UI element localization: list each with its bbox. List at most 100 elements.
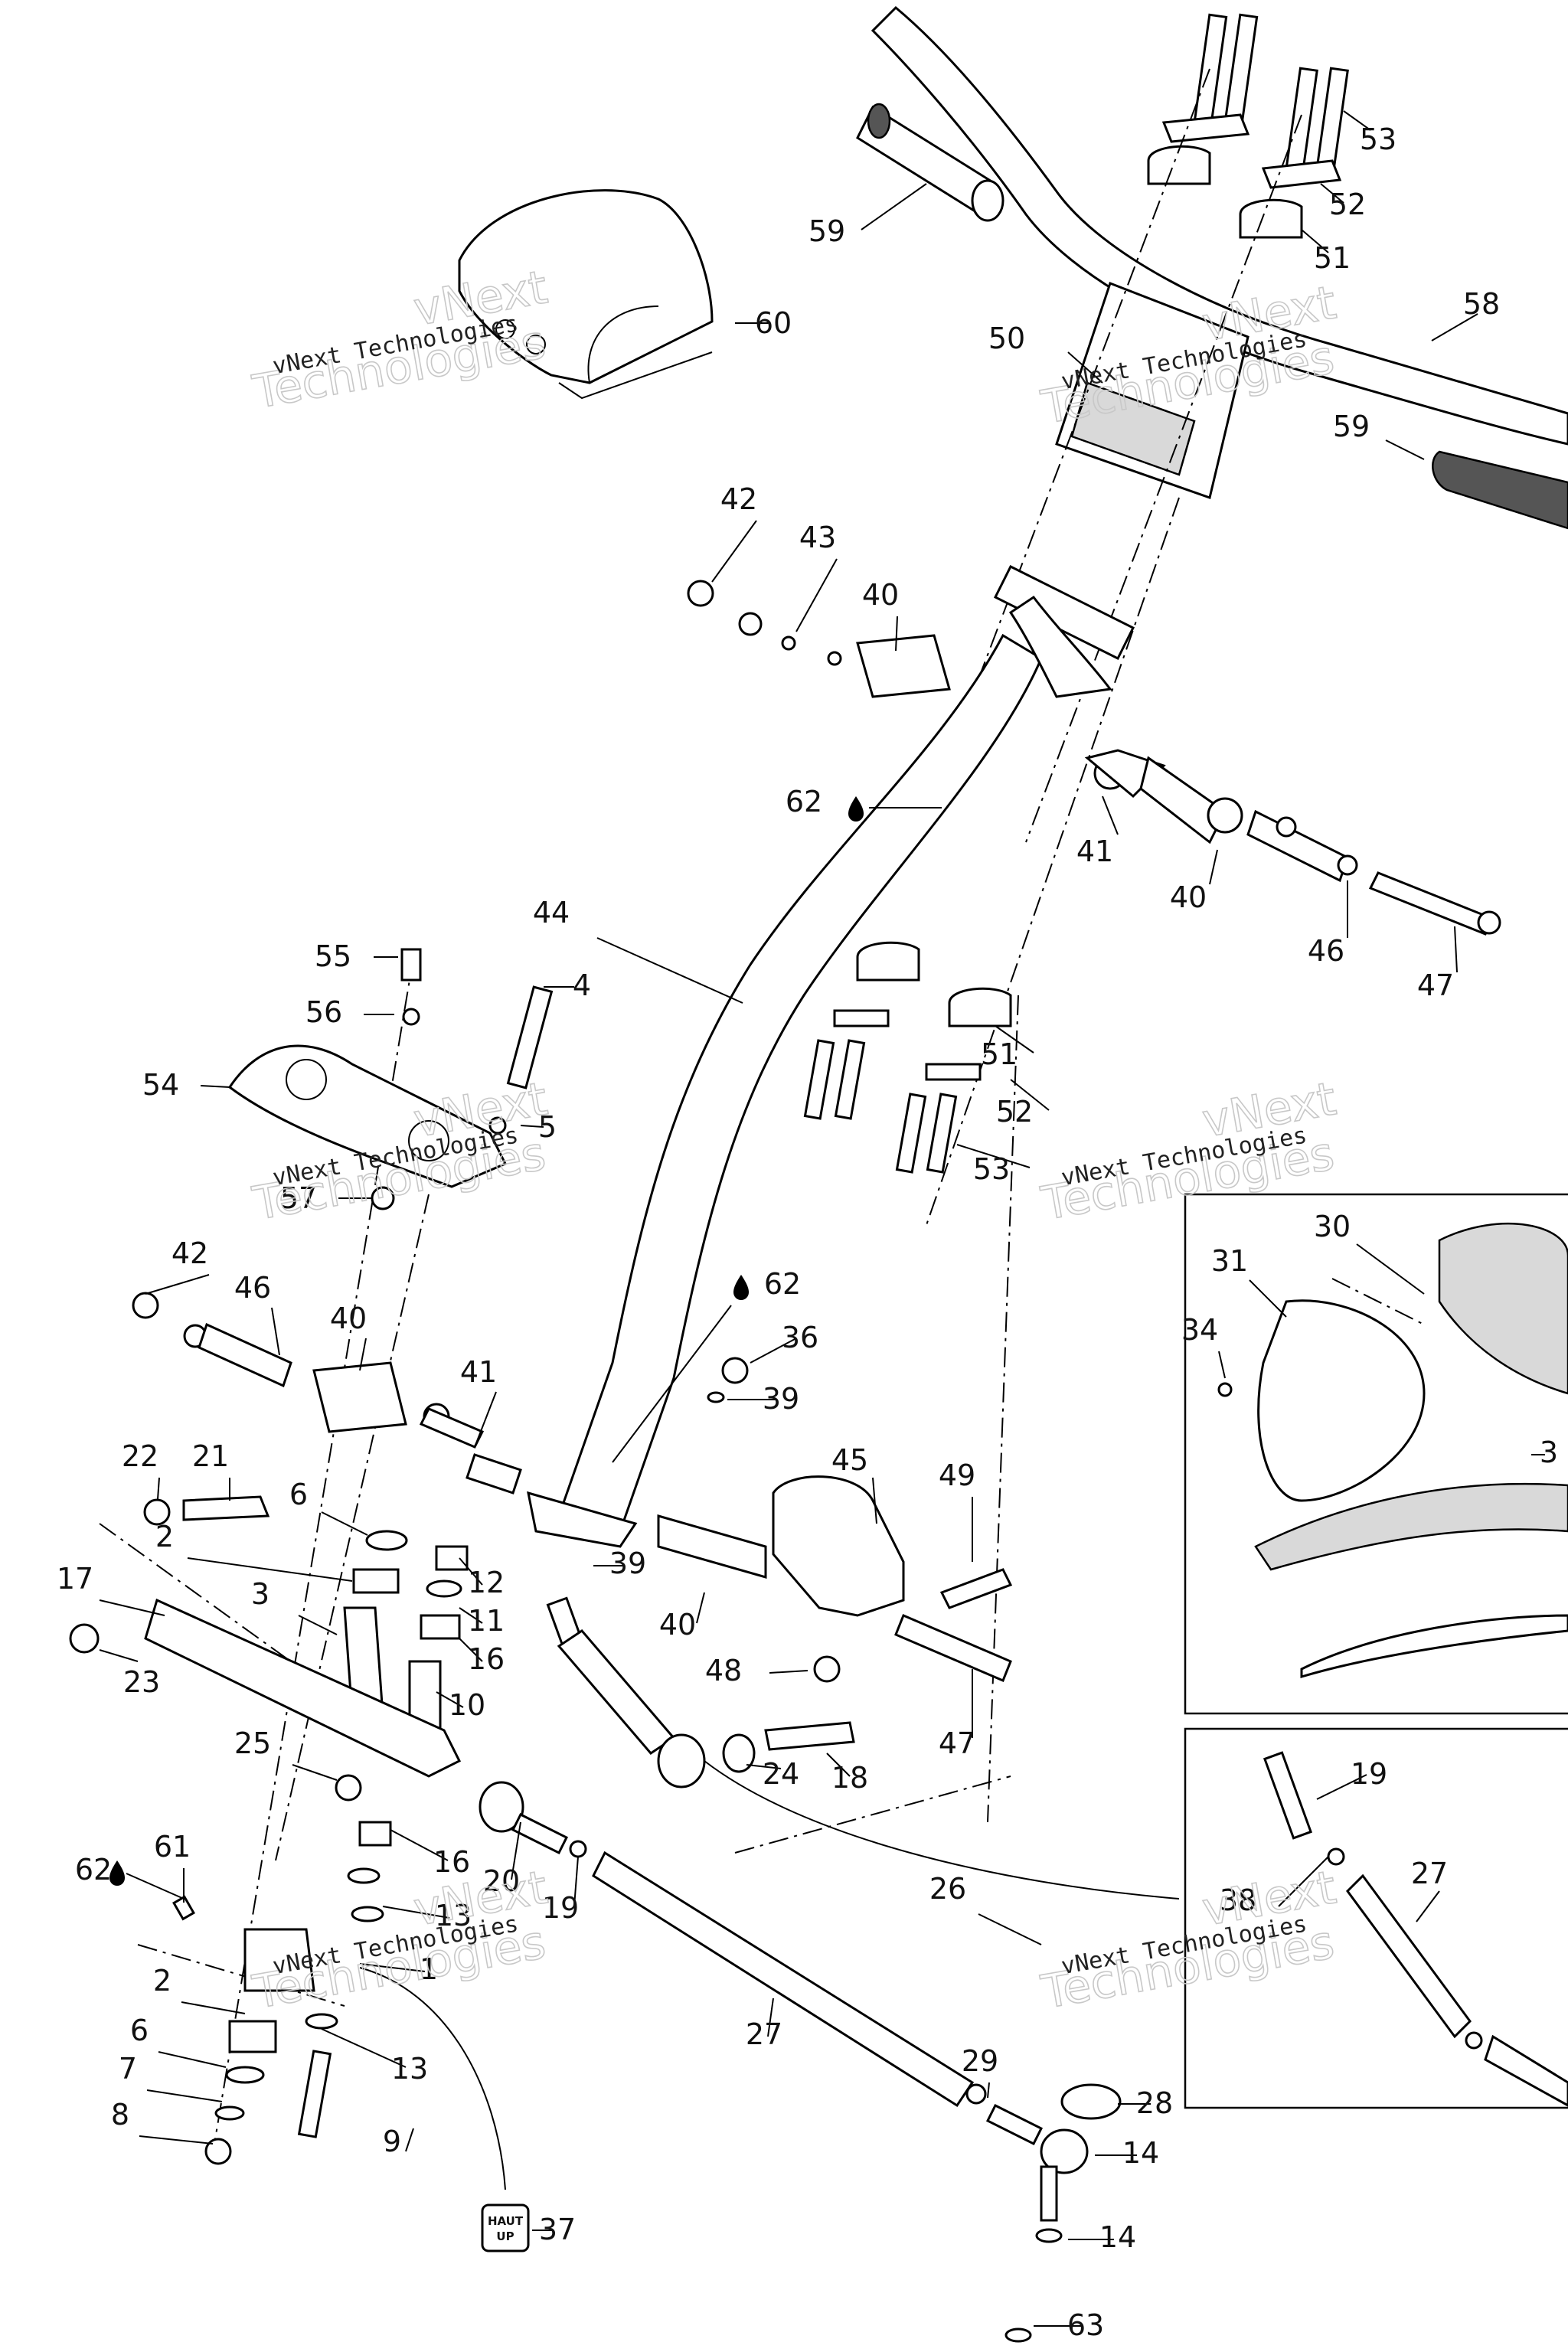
- callout-number: 50: [988, 322, 1025, 355]
- callout-number: 34: [1181, 1313, 1218, 1347]
- callout-number: 63: [1067, 2308, 1104, 2342]
- leader-line: [157, 1477, 160, 1500]
- drop-icon: [848, 796, 864, 822]
- callout-number: 28: [1136, 2086, 1173, 2120]
- callout-number: 41: [1076, 835, 1113, 868]
- callout-number: 16: [433, 1845, 470, 1879]
- leader-line: [321, 1511, 368, 1536]
- callout-number: 52: [996, 1095, 1033, 1129]
- callout-number: 2: [155, 1520, 174, 1553]
- callout-number: 27: [746, 2017, 782, 2051]
- callout-number: 46: [234, 1271, 271, 1305]
- callout-number: 62: [75, 1853, 112, 1886]
- badge-line1: HAUT: [488, 2214, 524, 2228]
- bottom-linkage: [172, 1821, 392, 2165]
- callout-number: 31: [1211, 1244, 1248, 1278]
- callout-number: 42: [172, 1236, 208, 1270]
- callout-number: 4: [573, 969, 591, 1002]
- inset-drag-link: [1184, 1727, 1568, 2109]
- callout-number: 26: [929, 1872, 966, 1906]
- callout-number: 29: [962, 2044, 998, 2078]
- callout-number: 20: [483, 1864, 520, 1898]
- callout-number: 58: [1463, 287, 1500, 321]
- leader-line: [145, 1274, 210, 1295]
- callout-number: 10: [449, 1688, 485, 1722]
- leader-line: [474, 1391, 497, 1448]
- leader-line: [596, 937, 743, 1004]
- leader-line: [459, 1557, 483, 1586]
- callout-number: 40: [1170, 880, 1207, 914]
- leader-line: [1301, 229, 1329, 253]
- leader-line: [359, 1338, 367, 1371]
- riser-block: [1055, 282, 1250, 499]
- callout-number: 61: [154, 1830, 191, 1864]
- callout-number: 21: [192, 1439, 229, 1473]
- callout-number: 19: [1351, 1757, 1387, 1791]
- callout-number: 40: [659, 1608, 696, 1642]
- callout-number: 18: [831, 1761, 868, 1795]
- callout-number: 44: [533, 896, 570, 929]
- leader-line: [767, 1998, 774, 2037]
- leader-line: [520, 1125, 544, 1128]
- leader-line: [1102, 795, 1119, 835]
- leader-line: [573, 1856, 579, 1907]
- callout-number: 13: [435, 1899, 472, 1932]
- callout-number: 62: [786, 785, 822, 818]
- callout-number: 36: [782, 1321, 818, 1354]
- callout-number: 52: [1329, 188, 1366, 221]
- callout-number: 57: [280, 1181, 317, 1215]
- callout-number: 9: [383, 2125, 401, 2158]
- leader-line: [158, 2051, 227, 2068]
- callout-number: 30: [1314, 1210, 1351, 1243]
- callout-number: 62: [764, 1267, 801, 1301]
- callout-number: 5: [538, 1110, 557, 1144]
- callout-number: 53: [1360, 122, 1396, 156]
- callout-number: 1: [420, 1952, 438, 1986]
- callout-number: 27: [1411, 1857, 1448, 1890]
- leader-line: [995, 1025, 1034, 1054]
- leader-line: [187, 1557, 353, 1582]
- leader-line: [795, 558, 838, 632]
- callout-number: 14: [1122, 2136, 1159, 2170]
- leader-line: [872, 1477, 877, 1524]
- leader-line: [321, 2028, 407, 2068]
- leader-line: [769, 1670, 808, 1674]
- lower-clamps: [803, 941, 1012, 1174]
- callout-number: 3: [251, 1577, 270, 1611]
- callout-number: 53: [973, 1152, 1010, 1186]
- callout-number: 42: [720, 482, 757, 516]
- callout-number: 6: [130, 2014, 149, 2047]
- lower-linkage: [69, 1495, 469, 1802]
- leader-line: [382, 1906, 450, 1919]
- callout-number: 6: [289, 1478, 308, 1511]
- bracket: [227, 948, 554, 1210]
- leader-line: [181, 2001, 246, 2014]
- leader-line: [750, 1338, 797, 1364]
- drag-link: [546, 1596, 855, 1788]
- callout-number: 60: [755, 306, 792, 340]
- callout-number: 54: [142, 1068, 179, 1102]
- leader-line: [139, 2135, 214, 2145]
- callout-number: 7: [119, 2052, 137, 2086]
- steering-column: [527, 564, 1135, 1548]
- callout-number: 23: [123, 1665, 160, 1699]
- leader-line: [1454, 926, 1458, 973]
- leader-line: [1067, 351, 1103, 384]
- leader-line: [1320, 183, 1344, 204]
- clamps-top: [1147, 113, 1342, 239]
- callout-number: 49: [939, 1459, 975, 1492]
- leader-line: [436, 1691, 464, 1708]
- leader-line: [298, 1615, 338, 1635]
- callout-number: 39: [763, 1382, 799, 1416]
- leader-line: [861, 183, 927, 230]
- callout-number: 12: [468, 1566, 505, 1599]
- leader-line: [99, 1599, 165, 1616]
- leader-line: [200, 1085, 230, 1088]
- callout-number: 3: [1540, 1436, 1558, 1469]
- callout-number: 41: [460, 1355, 497, 1389]
- callout-number: 56: [305, 995, 342, 1029]
- leader-line: [1218, 1351, 1226, 1379]
